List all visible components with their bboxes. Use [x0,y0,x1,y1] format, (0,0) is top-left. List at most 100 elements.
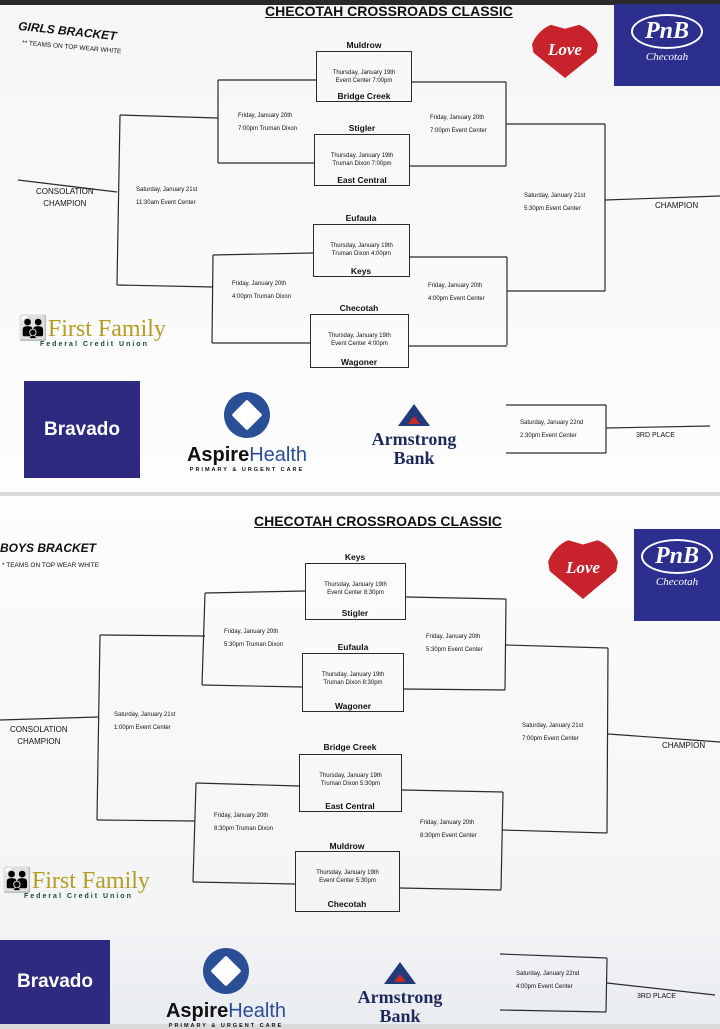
game-date: Saturday, January 21st [522,723,584,729]
match-date: Thursday, January 19th [328,333,391,339]
game-time: 11:30am Event Center [136,200,196,206]
girls-bracket-sheet: CHECOTAH CROSSROADS CLASSIC GIRLS BRACKE… [0,0,720,492]
championship-info: Saturday, January 21st 7:00pm Event Cente… [522,720,583,746]
boys-bracket-lines [0,590,720,1013]
game-time: 8:30pm Event Center [420,833,477,839]
match-date: Thursday, January 19th [330,243,393,249]
game-time: 2:30pm Event Center [520,433,577,439]
team-top: Eufaula [345,213,377,223]
game-time: 7:00pm Event Center [430,128,487,134]
consolation-info: Saturday, January 21st 11:30am Event Cent… [136,184,197,210]
game-date: Saturday, January 22nd [520,420,584,426]
team-bottom: Bridge Creek [337,91,391,101]
team-top: Muldrow [329,841,365,851]
game-time: 4:00pm Event Center [516,984,573,990]
semifinal-info: Friday, January 20th 7:00pm Event Center [430,112,487,138]
match-date: Thursday, January 19th [316,870,379,876]
team-top: Muldrow [346,40,382,50]
champion-label: CHAMPION [662,741,706,750]
match-time: Truman Dixon 4:00pm [331,251,392,257]
match-time: Event Center 4:00pm [331,341,388,347]
bravado-logo: Bravado [24,381,140,478]
third-place-info: Saturday, January 22nd 2:30pm Event Cente… [520,417,583,443]
game-date: Friday, January 20th [430,115,485,121]
game-date: Saturday, January 21st [114,712,176,718]
team-bottom: East Central [337,175,387,185]
bracket-note: * TEAMS ON TOP WEAR WHITE [2,562,100,569]
game-time: 5:30pm Truman Dixon [224,642,284,648]
match-time: Truman Dixon 8:30pm [323,680,383,686]
photo-background-edge [0,0,720,5]
team-top: Stigler [348,123,376,133]
game-date: Friday, January 20th [214,813,269,819]
tournament-title: CHECOTAH CROSSROADS CLASSIC [254,513,502,529]
match-time: Truman Dixon 7:00pm [332,161,392,167]
team-bottom: Wagoner [334,701,372,711]
love-bottling-logo: Love [546,537,620,599]
team-top: Keys [344,552,366,562]
game-time: 1:00pm Event Center [114,725,171,731]
team-bottom: Checotah [327,899,367,909]
game-date: Saturday, January 22nd [516,971,580,977]
bravado-logo: Bravado [0,940,110,1024]
game-time: 4:00pm Truman Dixon [232,294,292,300]
game-date: Friday, January 20th [426,634,481,640]
match-time: Event Center 5:30pm [319,878,376,884]
love-bottling-logo: Love [530,22,600,78]
team-top: Eufaula [337,642,369,652]
tournament-title: CHECOTAH CROSSROADS CLASSIC [265,3,513,19]
match-time: Event Center 7:00pm [335,78,393,84]
game-date: Friday, January 20th [420,820,475,826]
game-time: 4:00pm Event Center [428,296,485,302]
game-time: 7:00pm Event Center [522,736,579,742]
match-time: Truman Dixon 5:30pm [320,781,381,787]
game-date: Saturday, January 21st [524,193,586,199]
match-date: Thursday, January 19th [324,582,387,588]
match-date: Thursday, January 19th [330,153,394,159]
semifinal-info: Friday, January 20th 4:00pm Truman Dixon [232,278,291,304]
game-date: Friday, January 20th [232,281,287,287]
game-time: 5:30pm Event Center [426,647,483,653]
team-top: Checotah [339,303,379,313]
team-bottom: East Central [325,801,375,811]
semifinal-info: Friday, January 20th 4:00pm Event Center [428,280,485,306]
third-place-info: Saturday, January 22nd 4:00pm Event Cente… [516,968,579,994]
team-bottom: Stigler [341,608,369,618]
game-date: Friday, January 20th [238,113,293,119]
game-date: Saturday, January 21st [136,187,198,193]
semifinal-info: Friday, January 20th 8:30pm Event Center [420,817,477,843]
third-place-label: 3RD PLACE [636,432,675,439]
bracket-label: BOYS BRACKET [0,541,97,555]
semifinal-info: Friday, January 20th 5:30pm Event Center [426,631,483,657]
girls-bracket-lines [17,79,720,454]
team-top: Bridge Creek [323,742,377,752]
match-date: Thursday, January 19th [319,773,382,779]
game-date: Friday, January 20th [428,283,483,289]
match-date: Thursday, January 19th [332,70,396,76]
team-bottom: Keys [350,266,372,276]
boys-bracket-sheet: CHECOTAH CROSSROADS CLASSIC BOYS BRACKET… [0,496,720,1029]
team-bottom: Wagoner [340,357,378,367]
match-time: Event Center 8:30pm [327,590,384,596]
champion-label: CHAMPION [655,201,699,210]
